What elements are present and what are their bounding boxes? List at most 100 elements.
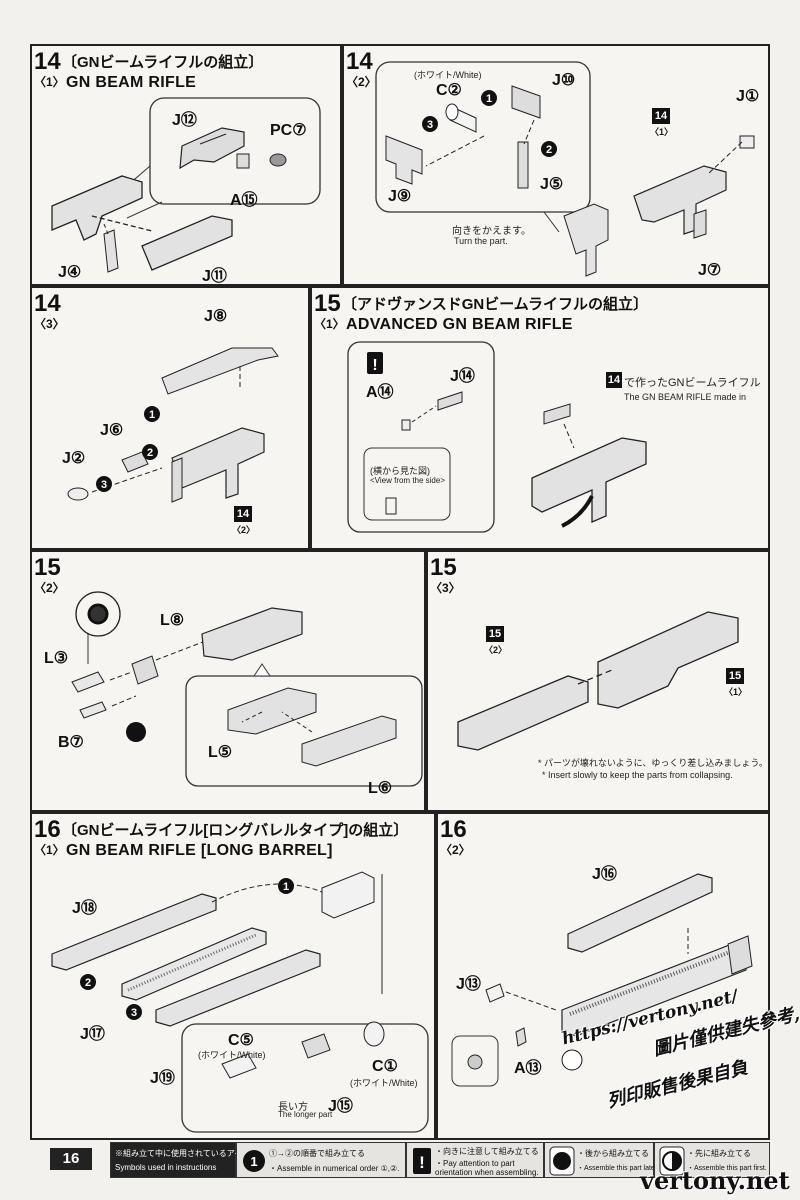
step-ref-sub-1: 〈1〉 [724, 687, 748, 697]
part-label-j9: J⑨ [388, 188, 412, 205]
step-number: 16 [440, 816, 467, 843]
legend-4-en: ・Assemble this part first. [687, 1165, 767, 1172]
panel-step-16-1: 1 2 3 16 〈1〉 〔GNビームライフル[ロングバレルタイプ]の組立〕 G… [30, 812, 436, 1140]
step-15-3-illustration [457, 611, 739, 751]
step-ref-badge-1: 15 [726, 668, 744, 684]
step-number: 15 [34, 554, 61, 581]
step-number: 14 [34, 48, 61, 75]
legend-3-jp: ・後から組み立てる [577, 1149, 649, 1158]
svg-text:3: 3 [427, 119, 433, 131]
step-ref-badge: 14 [606, 372, 622, 388]
panel-step-16-2: 16 〈2〉 J⑯ J⑬ A⑬ [436, 812, 770, 1140]
turn-note-jp: 向きをかえます。 [452, 226, 531, 237]
step-ref-sub-2: 〈2〉 [484, 645, 508, 655]
substep-number: 〈1〉 [34, 843, 65, 857]
part-label-j7: J⑦ [698, 262, 722, 279]
caution-note-en: * Insert slowly to keep the parts from c… [542, 770, 733, 780]
step-15-1-illustration: ! [347, 341, 647, 533]
part-label-a15: A⑮ [230, 192, 258, 209]
svg-text:3: 3 [101, 479, 107, 491]
part-label-j2: J② [62, 450, 86, 467]
svg-text:!: ! [372, 357, 377, 374]
svg-text:2: 2 [546, 144, 552, 156]
caution-note-jp: * パーツが壊れないように、ゆっくり差し込みましょう。 [538, 758, 768, 768]
longer-note-en: The longer part [278, 1110, 333, 1119]
step-number: 16 [34, 816, 61, 843]
longer-note-jp: 長い方 [278, 1102, 308, 1113]
substep-number: 〈1〉 [34, 75, 65, 89]
step-ref-sub: 〈2〉 [232, 525, 256, 535]
step-14-2-illustration: 1 2 3 [375, 61, 755, 277]
step-16-1-illustration: 1 2 3 [51, 871, 429, 1133]
part-label-j18: J⑱ [72, 900, 97, 917]
part-label-j4: J④ [58, 264, 82, 281]
legend-2-jp: ・向きに注意して組み立てる [435, 1147, 539, 1156]
panel-step-14-3: 1 2 3 14 〈3〉 J⑧ J⑥ J② 14 〈2〉 [30, 286, 310, 550]
part-label-l8: L⑧ [160, 612, 185, 629]
part-label-j19: J⑲ [150, 1070, 175, 1087]
symbols-legend-title: ※組み立て中に使用されているアイコン Symbols used in instr… [110, 1142, 258, 1178]
page-number: 16 [50, 1148, 92, 1170]
panel-step-15-1: ! 15 〈1〉 〔アドヴァンスドGNビームライフルの組立〕 ADVANCED … [310, 286, 770, 550]
step-number: 14 [346, 48, 373, 75]
step-14-3-illustration: 1 2 3 [67, 347, 279, 503]
step-ref-sub: 〈1〉 [650, 127, 674, 137]
svg-text:1: 1 [486, 93, 492, 105]
part-label-j5: J⑤ [540, 176, 564, 193]
legend-3-en: ・Assemble this part later. [577, 1165, 659, 1172]
part-label-j6: J⑥ [100, 422, 124, 439]
legend-numerical-order: 1 ①→②の順番で組み立てる ・Assemble in numerical or… [236, 1142, 406, 1178]
svg-text:2: 2 [147, 447, 153, 459]
part-label-a13: A⑬ [514, 1060, 542, 1077]
part-label-j17: J⑰ [80, 1026, 105, 1043]
step-ref-badge-2: 15 [486, 626, 504, 642]
part-label-j11: J⑪ [202, 268, 227, 285]
made-in-en: The GN BEAM RIFLE made in [624, 392, 747, 402]
turn-note-en: Turn the part. [454, 236, 508, 246]
part-label-l5: L⑤ [208, 744, 233, 761]
part-label-c5: C⑤ [228, 1032, 254, 1049]
part-label-pc7: PC⑦ [270, 122, 307, 139]
numerical-order-icon: 1 [243, 1150, 265, 1172]
svg-text:3: 3 [131, 1007, 137, 1019]
part-label-j14: J⑭ [450, 368, 475, 385]
legend-title-en: Symbols used in instructions [115, 1163, 217, 1172]
step-title-en: GN BEAM RIFLE [66, 74, 197, 91]
view-note-en: <View from the side> [370, 476, 446, 485]
svg-text:1: 1 [149, 409, 155, 421]
color-note: (ホワイト/White) [414, 70, 482, 80]
step-15-2-illustration [71, 591, 423, 787]
color-note-1: (ホワイト/White) [198, 1050, 266, 1060]
part-label-j12: J⑫ [172, 112, 197, 129]
substep-number: 〈2〉 [346, 75, 377, 89]
substep-number: 〈1〉 [314, 317, 345, 331]
legend-1-jp: ①→②の順番で組み立てる [269, 1149, 365, 1158]
part-label-b7: B⑦ [58, 734, 84, 751]
part-label-l3: L③ [44, 650, 69, 667]
part-label-j16: J⑯ [592, 866, 617, 883]
legend-orientation: ! ・向きに注意して組み立てる ・Pay attention to part o… [406, 1142, 544, 1178]
color-note-2: (ホワイト/White) [350, 1078, 418, 1088]
legend-assemble-first: ・先に組み立てる ・Assemble this part first. [654, 1142, 770, 1178]
panel-step-15-3: 15 〈3〉 15 〈2〉 15 〈1〉 * パーツが壊れないように、ゆっくり差… [426, 550, 770, 812]
legend-2-en: ・Pay attention to part orientation when … [435, 1159, 539, 1177]
step-14-1-illustration [51, 97, 321, 273]
substep-number: 〈3〉 [34, 317, 65, 331]
part-label-c2: C② [436, 82, 462, 99]
part-label-c1: C① [372, 1058, 398, 1075]
step-title-jp: 〔GNビームライフル[ロングバレルタイプ]の組立〕 [62, 822, 409, 839]
legend-4-jp: ・先に組み立てる [687, 1149, 751, 1158]
step-title-en: GN BEAM RIFLE [LONG BARREL] [66, 842, 333, 859]
part-label-j13: J⑬ [456, 976, 481, 993]
part-label-a14: A⑭ [366, 384, 394, 401]
legend-title-jp: ※組み立て中に使用されているアイコン [115, 1149, 259, 1158]
substep-number: 〈2〉 [34, 581, 65, 595]
svg-text:!: ! [419, 1153, 425, 1172]
legend-1-en: ・Assemble in numerical order ①,②. [269, 1164, 400, 1173]
substep-number: 〈3〉 [430, 581, 461, 595]
panel-step-14-1: 14 〈1〉 〔GNビームライフルの組立〕 GN BEAM RIFLE J⑫ P… [30, 44, 342, 286]
step-title-jp: 〔GNビームライフルの組立〕 [62, 54, 264, 71]
part-label-j8: J⑧ [204, 308, 228, 325]
made-in-jp: で作ったGNビームライフル [624, 377, 761, 389]
